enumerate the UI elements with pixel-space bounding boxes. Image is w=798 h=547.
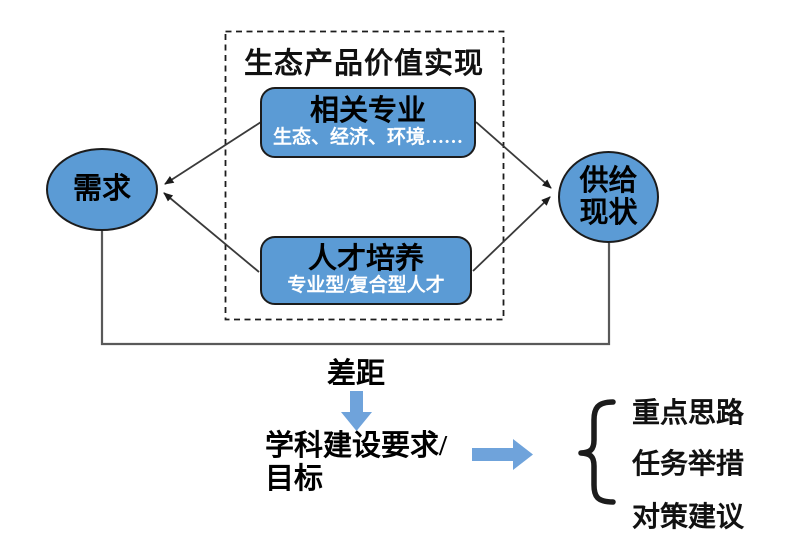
related-majors-box: 相关专业 生态、经济、环境…… bbox=[260, 87, 476, 158]
related-majors-title: 相关专业 bbox=[309, 94, 426, 127]
arrow-talent-training-to-supply bbox=[472, 196, 551, 272]
framework-title: 生态产品价值实现 bbox=[243, 48, 484, 80]
supply-label-line2: 现状 bbox=[579, 197, 638, 229]
demand-ellipse: 需求 bbox=[46, 148, 158, 231]
outcomes-brace bbox=[578, 399, 616, 505]
supply-ellipse: 供给 现状 bbox=[558, 151, 659, 243]
framework-dashed-border bbox=[224, 30, 505, 321]
talent-training-box: 人才培养 专业型/复合型人才 bbox=[260, 236, 472, 305]
gap-connector-line bbox=[100, 231, 611, 346]
outcome-countermeasures: 对策建议 bbox=[632, 502, 745, 533]
supply-label-line1: 供给 bbox=[579, 164, 638, 197]
demand-label: 需求 bbox=[72, 173, 131, 206]
discipline-requirement-line1: 学科建设要求/ bbox=[265, 430, 448, 462]
right-block-arrow bbox=[472, 439, 533, 470]
related-majors-subtitle: 生态、经济、环境…… bbox=[272, 127, 463, 149]
discipline-requirement-line2: 目标 bbox=[265, 463, 324, 495]
gap-label: 差距 bbox=[326, 358, 385, 390]
outcome-task-measures: 任务举措 bbox=[632, 449, 745, 480]
arrow-related-majors-to-demand bbox=[164, 121, 262, 185]
down-block-arrow bbox=[341, 391, 372, 431]
talent-training-subtitle: 专业型/复合型人才 bbox=[287, 275, 445, 297]
arrow-talent-training-to-demand bbox=[163, 192, 260, 273]
arrow-related-majors-to-supply bbox=[475, 121, 552, 189]
outcome-key-ideas: 重点思路 bbox=[632, 398, 745, 429]
talent-training-title: 人才培养 bbox=[307, 242, 424, 275]
discipline-requirement-text: 学科建设要求/ 目标 bbox=[265, 430, 447, 496]
